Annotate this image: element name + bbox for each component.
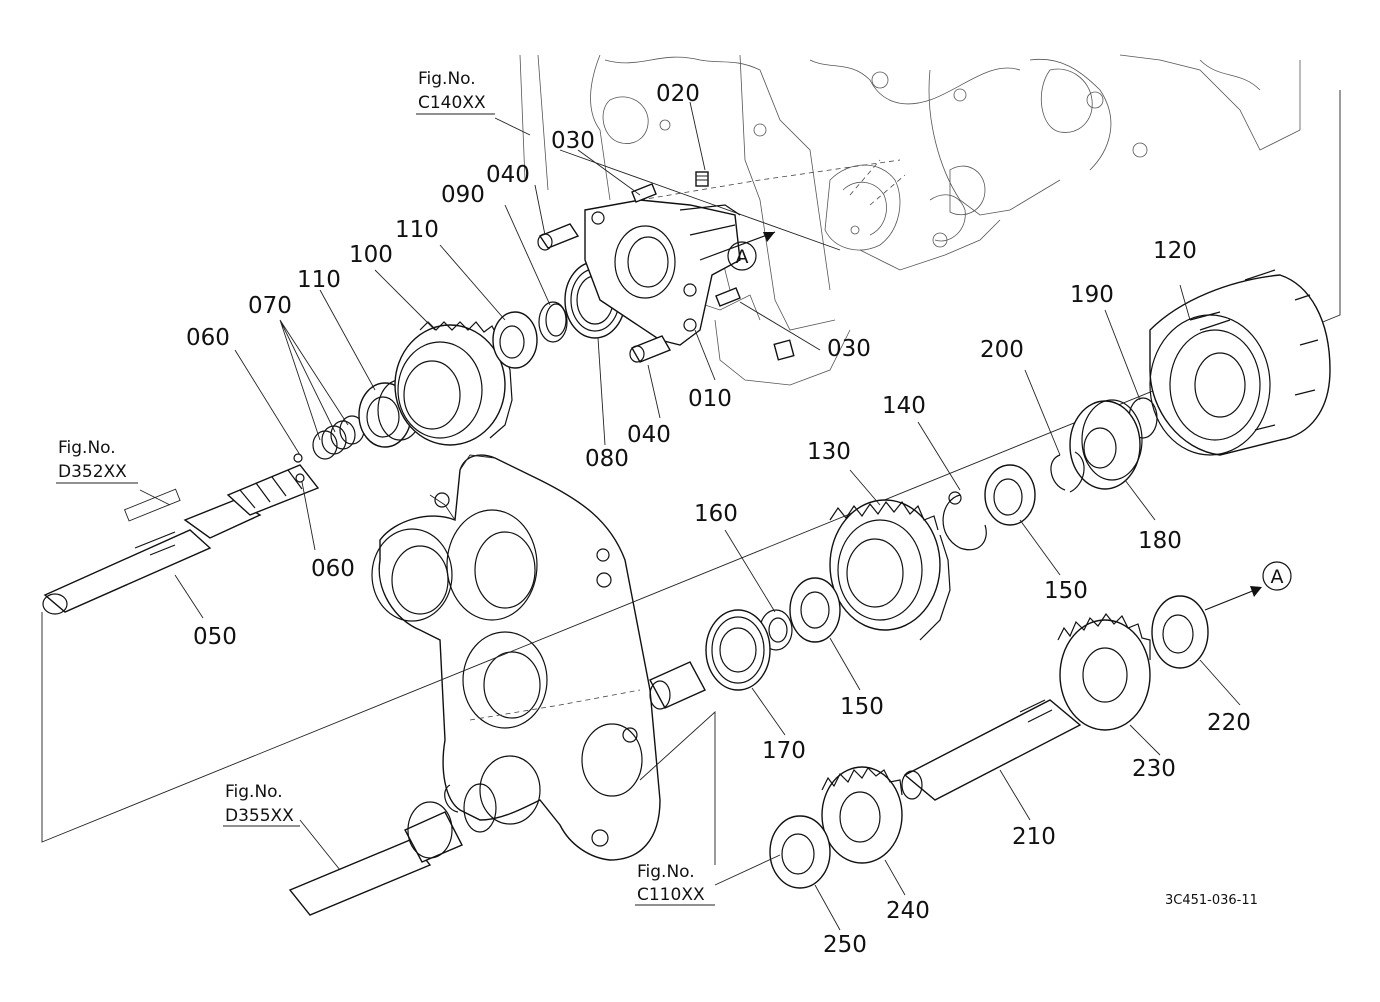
fig-ref-d355-line1: Fig.No. xyxy=(225,782,283,802)
fig-ref-d352-line1: Fig.No. xyxy=(58,438,116,458)
pin-030-lower xyxy=(715,287,741,307)
part-label-050: 050 xyxy=(193,624,237,650)
part-label-190: 190 xyxy=(1070,282,1114,308)
part-label-110-lower: 110 xyxy=(297,267,341,293)
fig-ref-d352-line2: D352XX xyxy=(58,462,127,482)
part-label-040-upper: 040 xyxy=(486,162,530,188)
part-label-250: 250 xyxy=(823,932,867,958)
snap-ring-200 xyxy=(1050,451,1085,493)
fig-ref-c110-line2: C110XX xyxy=(637,885,705,905)
bearing-170 xyxy=(705,609,771,691)
part-label-120: 120 xyxy=(1153,238,1197,264)
callout-A-lower-circle xyxy=(1262,561,1292,591)
part-label-100: 100 xyxy=(349,242,393,268)
part-label-160: 160 xyxy=(694,501,738,527)
clutch-drum-120 xyxy=(1149,269,1331,456)
part-label-030-upper: 030 xyxy=(551,128,595,154)
output-shaft-lower xyxy=(288,783,497,916)
part-label-210: 210 xyxy=(1012,824,1056,850)
bolt-040-lower xyxy=(629,335,672,363)
part-label-110-upper: 110 xyxy=(395,217,439,243)
callout-A-upper: A xyxy=(736,246,749,268)
part-label-080: 080 xyxy=(585,446,629,472)
leader-lines xyxy=(139,101,1241,931)
fig-ref-c110-line1: Fig.No. xyxy=(637,862,695,882)
gear-240 xyxy=(821,766,903,864)
part-label-070: 070 xyxy=(248,293,292,319)
sleeve xyxy=(649,661,706,710)
spring-and-balls xyxy=(293,415,365,483)
gear-130 xyxy=(829,499,951,641)
part-label-180: 180 xyxy=(1138,528,1182,554)
part-label-240: 240 xyxy=(886,898,930,924)
shaft-210 xyxy=(901,699,1082,801)
part-label-010: 010 xyxy=(688,386,732,412)
callout-A-upper-circle xyxy=(727,241,757,271)
plug-020 xyxy=(695,171,709,187)
part-label-230: 230 xyxy=(1132,756,1176,782)
drawing-code: 3C451-036-11 xyxy=(1165,893,1258,908)
part-label-040-lower: 040 xyxy=(627,422,671,448)
callout-A-lower: A xyxy=(1271,566,1284,588)
reference-bracket-lines xyxy=(41,90,1341,865)
arrow-to-A-lower xyxy=(1204,586,1262,611)
transmission-case-lower xyxy=(371,454,661,861)
bearing-220 xyxy=(1151,595,1209,669)
pin-030-upper xyxy=(631,183,657,203)
part-label-200: 200 xyxy=(980,337,1024,363)
ring-090 xyxy=(538,301,568,343)
part-label-060-upper: 060 xyxy=(186,325,230,351)
fig-ref-c140-line2: C140XX xyxy=(418,93,486,113)
gear-100 xyxy=(394,321,513,446)
part-label-090: 090 xyxy=(441,182,485,208)
part-label-150-lower: 150 xyxy=(840,694,884,720)
part-label-170: 170 xyxy=(762,738,806,764)
bearing-250 xyxy=(769,815,831,889)
bearing-150-upper xyxy=(984,464,1036,526)
part-label-020: 020 xyxy=(656,81,700,107)
part-label-150-upper: 150 xyxy=(1044,578,1088,604)
arrow-to-A-upper xyxy=(699,231,776,261)
part-label-030-lower: 030 xyxy=(827,336,871,362)
part-label-130: 130 xyxy=(807,439,851,465)
gear-230 xyxy=(1057,612,1151,731)
part-label-060-lower: 060 xyxy=(311,556,355,582)
part-label-140: 140 xyxy=(882,393,926,419)
fig-ref-c140-line1: Fig.No. xyxy=(418,69,476,89)
transmission-case-upper xyxy=(519,54,1301,386)
bearing-180 xyxy=(1069,399,1143,490)
part-label-220: 220 xyxy=(1207,710,1251,736)
bearing-150-lower xyxy=(789,577,841,643)
fig-ref-d355-line2: D355XX xyxy=(225,806,294,826)
clip-140 xyxy=(942,491,987,551)
cover-010 xyxy=(584,199,741,346)
shaft-050 xyxy=(42,464,320,615)
bearing-110-right xyxy=(492,311,538,369)
